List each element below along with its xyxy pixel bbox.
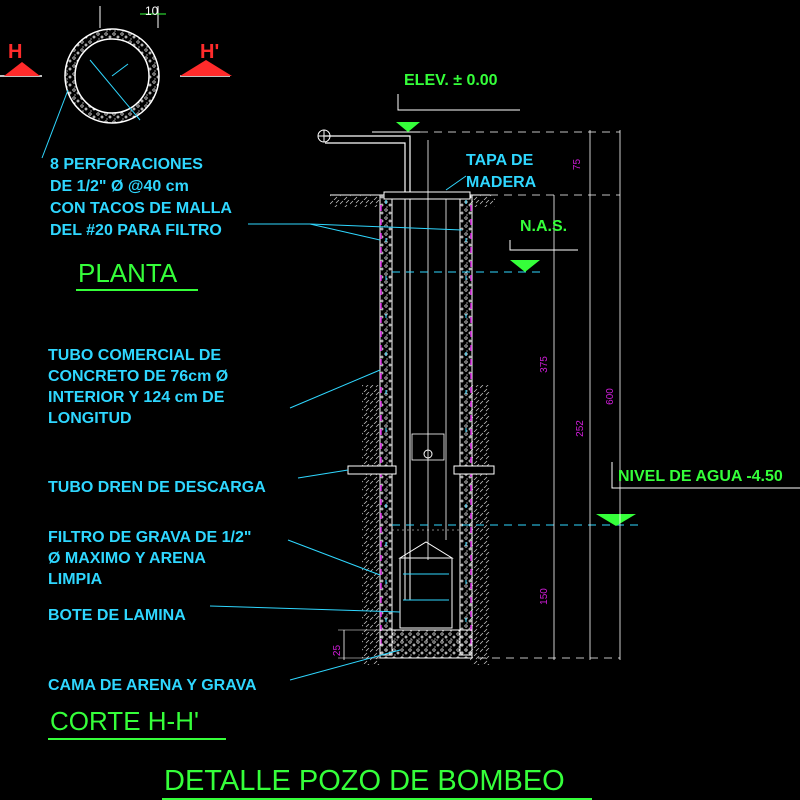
note-cama: CAMA DE ARENA Y GRAVA [48,677,257,694]
tapa-label-1: TAPA DE [466,152,534,169]
water-level-label: NIVEL DE AGUA -4.50 [618,468,783,485]
note-tubo-comercial-4: LONGITUD [48,410,132,427]
discharge-pipe [325,135,411,192]
perforation-note-1: 8 PERFORACIONES [50,156,203,173]
section-title-underline [48,738,226,740]
well-wall-right [459,194,473,656]
nas-label: N.A.S. [520,218,568,235]
sand-gravel-bed [379,629,473,659]
dim-375: 375 [538,356,550,373]
well-wall-left [379,194,393,656]
perforation-note-2: DE 1/2" Ø @40 cm [50,178,189,195]
note-filtro-2: Ø MAXIMO Y ARENA [48,550,206,567]
dim-10-label: 10 [145,4,159,18]
perforation-note-4: DEL #20 PARA FILTRO [50,222,222,239]
perforation-leader [41,89,69,159]
sheet-title-underline [162,798,592,800]
water-marker-icon [596,514,636,526]
section-marker-right-icon [180,60,232,76]
drain-pipe-left [347,465,397,475]
wooden-lid [383,191,471,200]
tapa-label-2: MADERA [466,174,537,191]
note-tubo-comercial-2: CONCRETO DE 76cm Ø [48,368,229,385]
section-mark-right: H' [200,41,220,63]
note-bote: BOTE DE LAMINA [48,607,186,624]
nas-marker-icon [510,260,540,272]
leaders [209,175,467,681]
note-tubo-comercial-3: INTERIOR Y 124 cm DE [48,389,225,406]
sheet-title: DETALLE POZO DE BOMBEO [164,765,565,797]
elev-label: ELEV. ± 0.00 [404,72,498,89]
drain-pipe-right [453,465,495,475]
dim-150: 150 [538,588,550,605]
note-tubo-dren: TUBO DREN DE DESCARGA [48,479,266,496]
note-tubo-comercial-1: TUBO COMERCIAL DE [48,347,222,364]
plan-title: PLANTA [78,258,178,288]
section-view [317,94,800,665]
sheet-metal-can [399,557,453,629]
dim-600: 600 [604,388,616,405]
section-mark-left: H [8,41,23,63]
section-title: CORTE H-H' [50,706,199,736]
note-filtro-3: LIMPIA [48,571,103,588]
perforation-note-3: CON TACOS DE MALLA [50,200,232,217]
plan-view [0,6,232,159]
dim-252: 252 [574,420,586,437]
dim-25: 25 [332,644,344,657]
plan-title-underline [76,289,198,291]
section-marker-left-icon [4,62,40,76]
soil-left [362,385,380,665]
note-filtro-1: FILTRO DE GRAVA DE 1/2" [48,529,252,546]
dim-75: 75 [572,158,584,171]
elev-marker-icon [396,122,420,132]
